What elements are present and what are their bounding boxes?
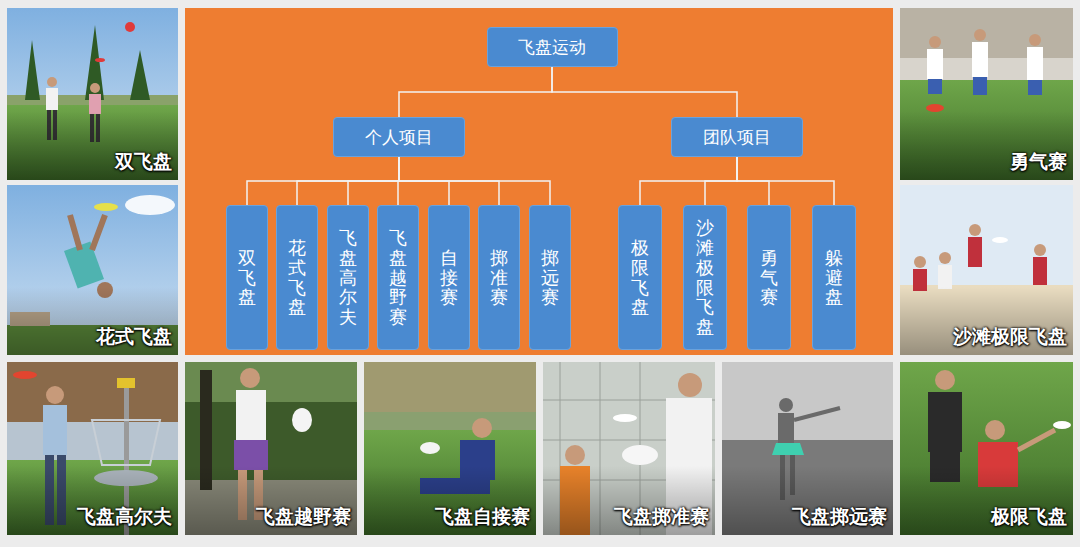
photo-beach-ultimate xyxy=(900,185,1073,355)
tree-connector xyxy=(399,157,499,205)
heading-box: 团队项目 xyxy=(671,117,803,157)
category-box: 掷远赛 xyxy=(529,205,571,350)
node-label: 飞盘越野赛 xyxy=(389,228,407,327)
node-label: 沙滩极限飞盘 xyxy=(696,218,714,337)
photo-accuracy xyxy=(543,362,715,535)
category-box: 勇气赛 xyxy=(747,205,791,350)
tree-connector xyxy=(399,157,550,205)
photo-self-caught-flight xyxy=(364,362,536,535)
node-label: 花式飞盘 xyxy=(288,238,306,317)
photo-caption: 沙滩极限飞盘 xyxy=(953,324,1067,350)
photo-caption: 飞盘掷远赛 xyxy=(792,504,887,530)
photo-double-disc xyxy=(7,8,178,180)
heading-box: 个人项目 xyxy=(333,117,465,157)
node-label: 极限飞盘 xyxy=(631,238,649,317)
photo-caption: 飞盘掷准赛 xyxy=(614,504,709,530)
node-label: 团队项目 xyxy=(703,127,771,147)
node-label: 自接赛 xyxy=(440,248,458,307)
photo-disc-golf xyxy=(7,362,178,535)
node-label: 掷远赛 xyxy=(541,248,559,307)
node-label: 飞盘运动 xyxy=(518,37,586,57)
category-box: 飞盘高尔夫 xyxy=(327,205,369,350)
node-label: 个人项目 xyxy=(365,127,433,147)
tree-connector xyxy=(297,157,399,205)
tree-connector xyxy=(552,67,737,117)
photo-caption: 飞盘越野赛 xyxy=(256,504,351,530)
node-label: 躲避盘 xyxy=(825,248,843,307)
orange-panel xyxy=(185,8,893,355)
node-label: 双飞盘 xyxy=(238,248,256,307)
category-box: 飞盘越野赛 xyxy=(377,205,419,350)
category-box: 掷准赛 xyxy=(478,205,520,350)
photo-guts xyxy=(900,8,1073,180)
photo-caption: 飞盘高尔夫 xyxy=(77,504,172,530)
tree-connector xyxy=(705,157,737,205)
category-box: 沙滩极限飞盘 xyxy=(683,205,727,350)
heading-box: 飞盘运动 xyxy=(487,27,618,67)
photo-caption: 极限飞盘 xyxy=(991,504,1067,530)
photo-disc-cross-country xyxy=(185,362,357,535)
tree-connector xyxy=(348,157,399,205)
category-box: 双飞盘 xyxy=(226,205,268,350)
tree-connector xyxy=(247,157,399,205)
tree-connector xyxy=(640,157,737,205)
photo-distance xyxy=(722,362,893,535)
category-box: 自接赛 xyxy=(428,205,470,350)
node-label: 掷准赛 xyxy=(490,248,508,307)
tree-connector xyxy=(737,157,834,205)
photo-caption: 双飞盘 xyxy=(115,149,172,175)
photo-caption: 花式飞盘 xyxy=(96,324,172,350)
tree-connector xyxy=(737,157,769,205)
tree-connector xyxy=(399,157,449,205)
category-box: 花式飞盘 xyxy=(276,205,318,350)
node-label: 勇气赛 xyxy=(760,248,778,307)
photo-caption: 勇气赛 xyxy=(1010,149,1067,175)
tree-connector xyxy=(399,67,552,117)
photo-ultimate xyxy=(900,362,1073,535)
photo-freestyle xyxy=(7,185,178,355)
tree-connector xyxy=(398,157,399,205)
category-box: 躲避盘 xyxy=(812,205,856,350)
node-label: 飞盘高尔夫 xyxy=(339,228,357,327)
photo-caption: 飞盘自接赛 xyxy=(435,504,530,530)
category-box: 极限飞盘 xyxy=(618,205,662,350)
